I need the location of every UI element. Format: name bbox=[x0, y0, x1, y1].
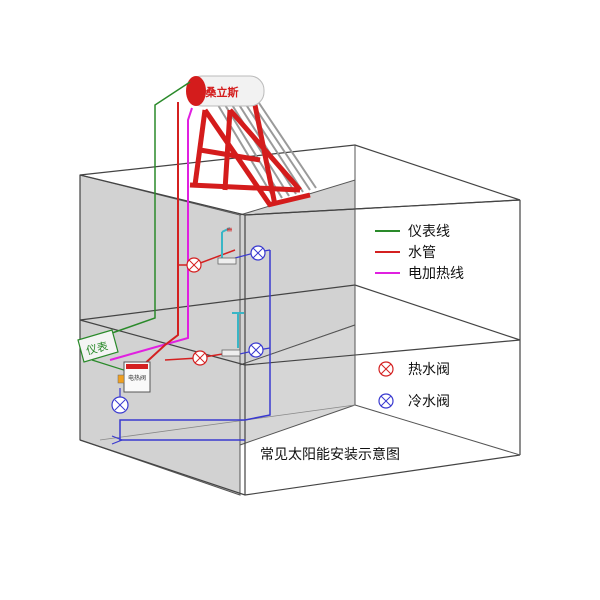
legend-water-pipe-label: 水管 bbox=[408, 245, 436, 261]
mixer-1f bbox=[221, 349, 241, 357]
controller-label: 电热阀 bbox=[128, 374, 146, 382]
heater-frame bbox=[189, 104, 311, 208]
legend-cold-valve-icon bbox=[378, 393, 394, 409]
hot-water-pipe bbox=[139, 102, 179, 369]
electric-heating-controller: 电热阀 bbox=[117, 361, 151, 393]
hot-valve-2f bbox=[186, 257, 202, 273]
diagram-caption: 常见太阳能安装示意图 bbox=[260, 446, 400, 463]
mixer-2f bbox=[217, 257, 237, 265]
cold-valve-2f bbox=[250, 245, 266, 261]
svg-text:≡: ≡ bbox=[226, 225, 233, 234]
legend: 仪表线 水管 电加热线 热水阀 冷水阀 bbox=[375, 224, 464, 410]
legend-hot-valve-label: 热水阀 bbox=[408, 362, 450, 378]
solar-water-heater: 桑立斯 bbox=[186, 75, 317, 208]
cold-valve-inlet bbox=[111, 396, 129, 414]
cold-inlet-arrow bbox=[111, 435, 124, 445]
vacuum-tubes bbox=[214, 99, 317, 201]
shower-1f bbox=[232, 312, 244, 348]
water-tank: 桑立斯 bbox=[186, 75, 265, 107]
heating-line bbox=[109, 107, 193, 361]
legend-instrument-line-label: 仪表线 bbox=[408, 224, 450, 240]
floor-divider bbox=[79, 284, 521, 366]
legend-hot-valve-icon bbox=[378, 361, 394, 377]
back-floor-line bbox=[354, 404, 521, 456]
building bbox=[79, 144, 521, 496]
roof-front-edge bbox=[244, 199, 521, 216]
brand-label: 桑立斯 bbox=[205, 85, 239, 99]
cold-water-pipe bbox=[119, 250, 271, 441]
legend-heating-line-label: 电加热线 bbox=[408, 266, 464, 282]
meter-box: 仪表 bbox=[77, 329, 119, 363]
ground-edge bbox=[79, 439, 521, 496]
meter-box-label: 仪表 bbox=[85, 339, 110, 358]
cold-valve-1f bbox=[248, 342, 264, 358]
back-floor-line-left bbox=[99, 404, 356, 441]
hot-valve-1f bbox=[192, 350, 208, 366]
legend-cold-valve-label: 冷水阀 bbox=[408, 394, 450, 410]
shower-2f: ≡ bbox=[221, 225, 233, 258]
